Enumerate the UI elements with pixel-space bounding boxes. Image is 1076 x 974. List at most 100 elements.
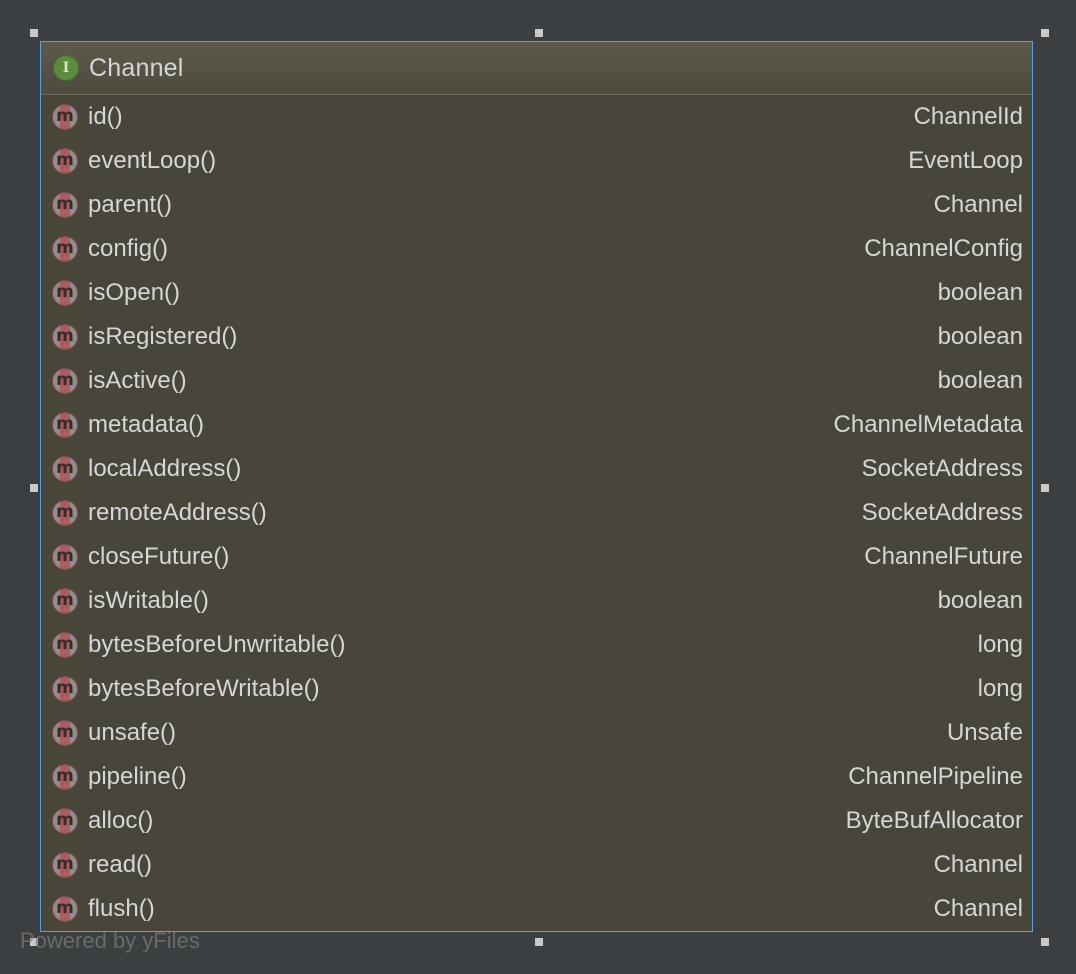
method-name: bytesBeforeWritable() [88, 675, 320, 702]
method-icon-glyph: m [56, 106, 74, 126]
member-left: m bytesBeforeUnwritable() [52, 631, 345, 659]
method-icon-glyph: m [56, 150, 74, 170]
return-type: ByteBufAllocator [845, 807, 1023, 834]
member-row[interactable]: m alloc() ByteBufAllocator [41, 799, 1032, 843]
method-name: parent() [88, 191, 173, 218]
return-type: boolean [937, 279, 1023, 306]
member-left: m flush() [52, 895, 155, 923]
method-icon: m [52, 808, 78, 834]
member-left: m closeFuture() [52, 543, 229, 571]
return-type: Unsafe [946, 719, 1023, 746]
member-left: m id() [52, 103, 123, 131]
member-row[interactable]: m closeFuture() ChannelFuture [41, 535, 1032, 579]
method-icon-glyph: m [56, 326, 74, 346]
member-row[interactable]: m parent() Channel [41, 183, 1032, 227]
resize-handle-middle-right[interactable] [1041, 484, 1049, 492]
method-name: localAddress() [88, 455, 242, 482]
method-icon: m [52, 544, 78, 570]
method-icon: m [52, 104, 78, 130]
member-left: m localAddress() [52, 455, 241, 483]
resize-handle-middle-left[interactable] [30, 484, 38, 492]
method-name: pipeline() [88, 763, 187, 790]
method-icon-glyph: m [56, 810, 74, 830]
method-icon: m [52, 456, 78, 482]
method-icon-glyph: m [56, 898, 74, 918]
member-left: m parent() [52, 191, 172, 219]
method-icon-glyph: m [56, 194, 74, 214]
method-icon: m [52, 632, 78, 658]
method-icon-glyph: m [56, 238, 74, 258]
return-type: SocketAddress [861, 499, 1023, 526]
method-name: closeFuture() [88, 543, 230, 570]
return-type: ChannelMetadata [833, 411, 1023, 438]
method-icon: m [52, 588, 78, 614]
interface-icon: I [53, 55, 79, 81]
watermark: Powered by yFiles [20, 928, 200, 953]
resize-handle-bottom-left[interactable] [30, 938, 38, 946]
return-type: ChannelFuture [864, 543, 1023, 570]
method-name: alloc() [88, 807, 154, 834]
resize-handle-bottom-center[interactable] [535, 938, 543, 946]
method-name: read() [88, 851, 153, 878]
member-row[interactable]: m isRegistered() boolean [41, 315, 1032, 359]
member-left: m bytesBeforeWritable() [52, 675, 320, 703]
member-left: m pipeline() [52, 763, 187, 791]
return-type: ChannelPipeline [848, 763, 1023, 790]
method-name: remoteAddress() [88, 499, 267, 526]
method-name: unsafe() [88, 719, 177, 746]
method-icon: m [52, 764, 78, 790]
method-icon-glyph: m [56, 678, 74, 698]
method-icon: m [52, 280, 78, 306]
method-icon: m [52, 236, 78, 262]
return-type: Channel [933, 191, 1023, 218]
method-name: id() [88, 103, 123, 130]
method-icon: m [52, 324, 78, 350]
method-name: isRegistered() [88, 323, 238, 350]
method-icon: m [52, 192, 78, 218]
member-row[interactable]: m pipeline() ChannelPipeline [41, 755, 1032, 799]
method-name: metadata() [88, 411, 205, 438]
method-name: eventLoop() [88, 147, 217, 174]
class-node-header[interactable]: I Channel [41, 42, 1032, 95]
resize-handle-top-left[interactable] [30, 29, 38, 37]
return-type: boolean [937, 323, 1023, 350]
class-name: Channel [89, 53, 184, 82]
resize-handle-top-center[interactable] [535, 29, 543, 37]
method-icon: m [52, 676, 78, 702]
method-name: flush() [88, 895, 155, 922]
method-name: bytesBeforeUnwritable() [88, 631, 346, 658]
method-name: isWritable() [88, 587, 209, 614]
method-icon-glyph: m [56, 634, 74, 654]
method-icon: m [52, 896, 78, 922]
member-left: m alloc() [52, 807, 153, 835]
method-icon-glyph: m [56, 282, 74, 302]
resize-handle-bottom-right[interactable] [1041, 938, 1049, 946]
resize-handle-top-right[interactable] [1041, 29, 1049, 37]
method-icon: m [52, 148, 78, 174]
method-icon-glyph: m [56, 458, 74, 478]
member-left: m isRegistered() [52, 323, 237, 351]
method-icon: m [52, 368, 78, 394]
